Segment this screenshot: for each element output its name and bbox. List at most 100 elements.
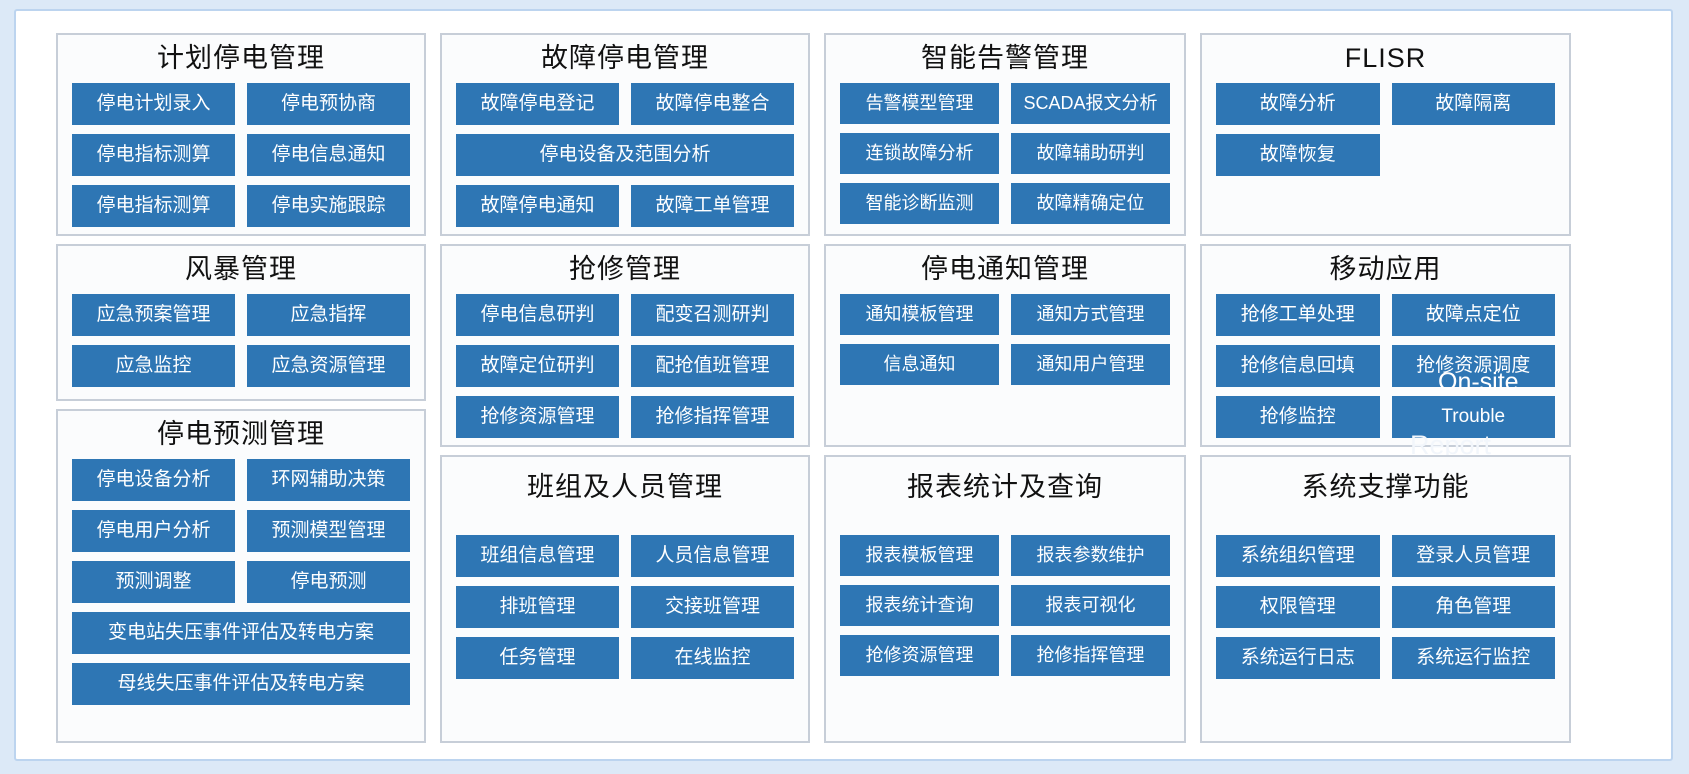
module-button[interactable]: 任务管理	[456, 637, 619, 680]
panel-buttons: 故障停电登记 故障停电整合 停电设备及范围分析 故障停电通知 故障工单管理	[442, 83, 808, 239]
panel-title: 停电预测管理	[157, 419, 325, 449]
panel-title: 故障停电管理	[541, 43, 709, 73]
module-button[interactable]: Trouble	[1391, 396, 1555, 439]
module-button[interactable]: 告警模型管理	[840, 83, 999, 125]
module-button[interactable]: 系统组织管理	[1216, 535, 1380, 578]
button-row: 信息通知 通知用户管理	[840, 344, 1170, 386]
module-button[interactable]: 通知模板管理	[840, 294, 999, 336]
panel-mobile-application: 移动应用 抢修工单处理 故障点定位 抢修信息回填 抢修资源调度 抢修监控 Tro…	[1200, 244, 1571, 460]
panel-buttons: 报表模板管理 报表参数维护 报表统计查询 报表可视化 抢修资源管理 抢修指挥管理	[826, 535, 1184, 688]
module-button[interactable]: 报表可视化	[1011, 585, 1170, 627]
module-button[interactable]: 停电预协商	[247, 83, 410, 126]
module-button[interactable]: 抢修指挥管理	[1011, 635, 1170, 677]
button-row: 抢修信息回填 抢修资源调度	[1216, 345, 1555, 388]
module-button[interactable]: 故障工单管理	[631, 185, 794, 228]
panel-emergency-repair-management: 抢修管理 停电信息研判 配变召测研判 故障定位研判 配抢值班管理 抢修资源管理 …	[440, 244, 810, 447]
module-button[interactable]: 智能诊断监测	[840, 183, 999, 225]
module-button[interactable]: 应急指挥	[247, 294, 410, 337]
module-button[interactable]: 停电计划录入	[72, 83, 235, 126]
button-row: 告警模型管理 SCADA报文分析	[840, 83, 1170, 125]
panel-buttons: 应急预案管理 应急指挥 应急监控 应急资源管理	[58, 294, 424, 399]
module-button[interactable]: SCADA报文分析	[1011, 83, 1170, 125]
module-button[interactable]: 停电设备分析	[72, 459, 235, 502]
module-button[interactable]: 停电设备及范围分析	[456, 134, 794, 177]
module-button[interactable]: 交接班管理	[631, 586, 794, 629]
button-row: 停电设备及范围分析	[456, 134, 794, 177]
panel-title: 系统支撑功能	[1301, 472, 1470, 502]
module-button[interactable]: 停电信息通知	[247, 134, 410, 177]
module-button[interactable]: 排班管理	[456, 586, 619, 629]
module-button[interactable]: 停电预测	[247, 561, 410, 604]
button-row: 故障停电通知 故障工单管理	[456, 185, 794, 228]
module-button[interactable]: 抢修指挥管理	[631, 396, 794, 439]
module-button[interactable]: 故障点定位	[1391, 294, 1555, 337]
module-button[interactable]: 停电实施跟踪	[247, 185, 410, 228]
module-button[interactable]: 抢修资源调度	[1391, 345, 1555, 388]
module-button[interactable]: 人员信息管理	[631, 535, 794, 578]
module-button[interactable]: 停电用户分析	[72, 510, 235, 553]
module-button[interactable]: 配抢值班管理	[631, 345, 794, 388]
module-button[interactable]: 报表参数维护	[1011, 535, 1170, 577]
button-row: 抢修监控 Trouble	[1216, 396, 1555, 439]
module-button[interactable]: 系统运行日志	[1216, 637, 1380, 680]
module-button[interactable]: 抢修信息回填	[1216, 345, 1380, 388]
module-button[interactable]: 停电信息研判	[456, 294, 619, 337]
module-button[interactable]: 通知方式管理	[1011, 294, 1170, 336]
module-button[interactable]: 抢修资源管理	[840, 635, 999, 677]
button-row: 智能诊断监测 故障精确定位	[840, 183, 1170, 225]
module-button[interactable]: 报表模板管理	[840, 535, 999, 577]
panel-title: 计划停电管理	[157, 43, 325, 73]
button-row: 停电设备分析 环网辅助决策	[72, 459, 410, 502]
button-row: 故障恢复	[1216, 134, 1555, 177]
module-button[interactable]: 环网辅助决策	[247, 459, 410, 502]
module-button[interactable]: 通知用户管理	[1011, 344, 1170, 386]
module-button[interactable]: 登录人员管理	[1391, 535, 1555, 578]
module-button[interactable]: 故障辅助研判	[1011, 133, 1170, 175]
module-button[interactable]: 变电站失压事件评估及转电方案	[72, 612, 410, 655]
button-row: 抢修资源管理 抢修指挥管理	[840, 635, 1170, 677]
diagram-canvas: 计划停电管理 停电计划录入 停电预协商 停电指标测算 停电信息通知 停电指标测算…	[14, 9, 1673, 761]
module-button[interactable]: 故障定位研判	[456, 345, 619, 388]
button-row: 停电计划录入 停电预协商	[72, 83, 410, 126]
module-button[interactable]: 预测模型管理	[247, 510, 410, 553]
panel-outage-prediction-management: 停电预测管理 停电设备分析 环网辅助决策 停电用户分析 预测模型管理 预测调整 …	[56, 409, 426, 743]
module-button[interactable]: 报表统计查询	[840, 585, 999, 627]
button-row: 报表统计查询 报表可视化	[840, 585, 1170, 627]
module-button[interactable]: 应急资源管理	[247, 345, 410, 388]
panel-buttons: 抢修工单处理 故障点定位 抢修信息回填 抢修资源调度 抢修监控 Trouble	[1202, 294, 1569, 450]
module-button[interactable]: 停电指标测算	[72, 134, 235, 177]
module-button[interactable]: 停电指标测算	[72, 185, 235, 228]
button-row: 系统组织管理 登录人员管理	[1216, 535, 1555, 578]
module-button[interactable]: 抢修监控	[1216, 396, 1380, 439]
panel-outage-notification-management: 停电通知管理 通知模板管理 通知方式管理 信息通知 通知用户管理	[824, 244, 1186, 447]
button-row: 故障分析 故障隔离	[1216, 83, 1555, 126]
module-button[interactable]: 系统运行监控	[1391, 637, 1555, 680]
module-button[interactable]: 故障精确定位	[1011, 183, 1170, 225]
module-button[interactable]: 抢修资源管理	[456, 396, 619, 439]
module-button[interactable]: 角色管理	[1391, 586, 1555, 629]
module-button[interactable]: 配变召测研判	[631, 294, 794, 337]
module-button[interactable]: 权限管理	[1216, 586, 1380, 629]
module-button[interactable]: 故障停电整合	[631, 83, 794, 126]
module-button[interactable]: 故障分析	[1216, 83, 1380, 126]
panel-title: 风暴管理	[185, 254, 297, 284]
module-button[interactable]: 抢修工单处理	[1216, 294, 1380, 337]
panel-grid: 计划停电管理 停电计划录入 停电预协商 停电指标测算 停电信息通知 停电指标测算…	[56, 33, 1631, 743]
module-button[interactable]: 班组信息管理	[456, 535, 619, 578]
module-button[interactable]: 在线监控	[631, 637, 794, 680]
module-button[interactable]: 故障停电通知	[456, 185, 619, 228]
module-button[interactable]: 应急预案管理	[72, 294, 235, 337]
module-button[interactable]: 母线失压事件评估及转电方案	[72, 663, 410, 706]
panel-team-and-personnel-management: 班组及人员管理 班组信息管理 人员信息管理 排班管理 交接班管理 任务管理 在线…	[440, 455, 810, 743]
module-button[interactable]: 信息通知	[840, 344, 999, 386]
panel-title: 智能告警管理	[921, 43, 1089, 73]
panel-title: 停电通知管理	[921, 254, 1089, 284]
module-button[interactable]: 应急监控	[72, 345, 235, 388]
module-button[interactable]: 故障停电登记	[456, 83, 619, 126]
button-row: 停电指标测算 停电实施跟踪	[72, 185, 410, 228]
panel-intelligent-alarm-management: 智能告警管理 告警模型管理 SCADA报文分析 连锁故障分析 故障辅助研判 智能…	[824, 33, 1186, 236]
module-button[interactable]: 预测调整	[72, 561, 235, 604]
module-button[interactable]: 连锁故障分析	[840, 133, 999, 175]
module-button[interactable]: 故障隔离	[1391, 83, 1555, 126]
module-button[interactable]: 故障恢复	[1216, 134, 1380, 177]
